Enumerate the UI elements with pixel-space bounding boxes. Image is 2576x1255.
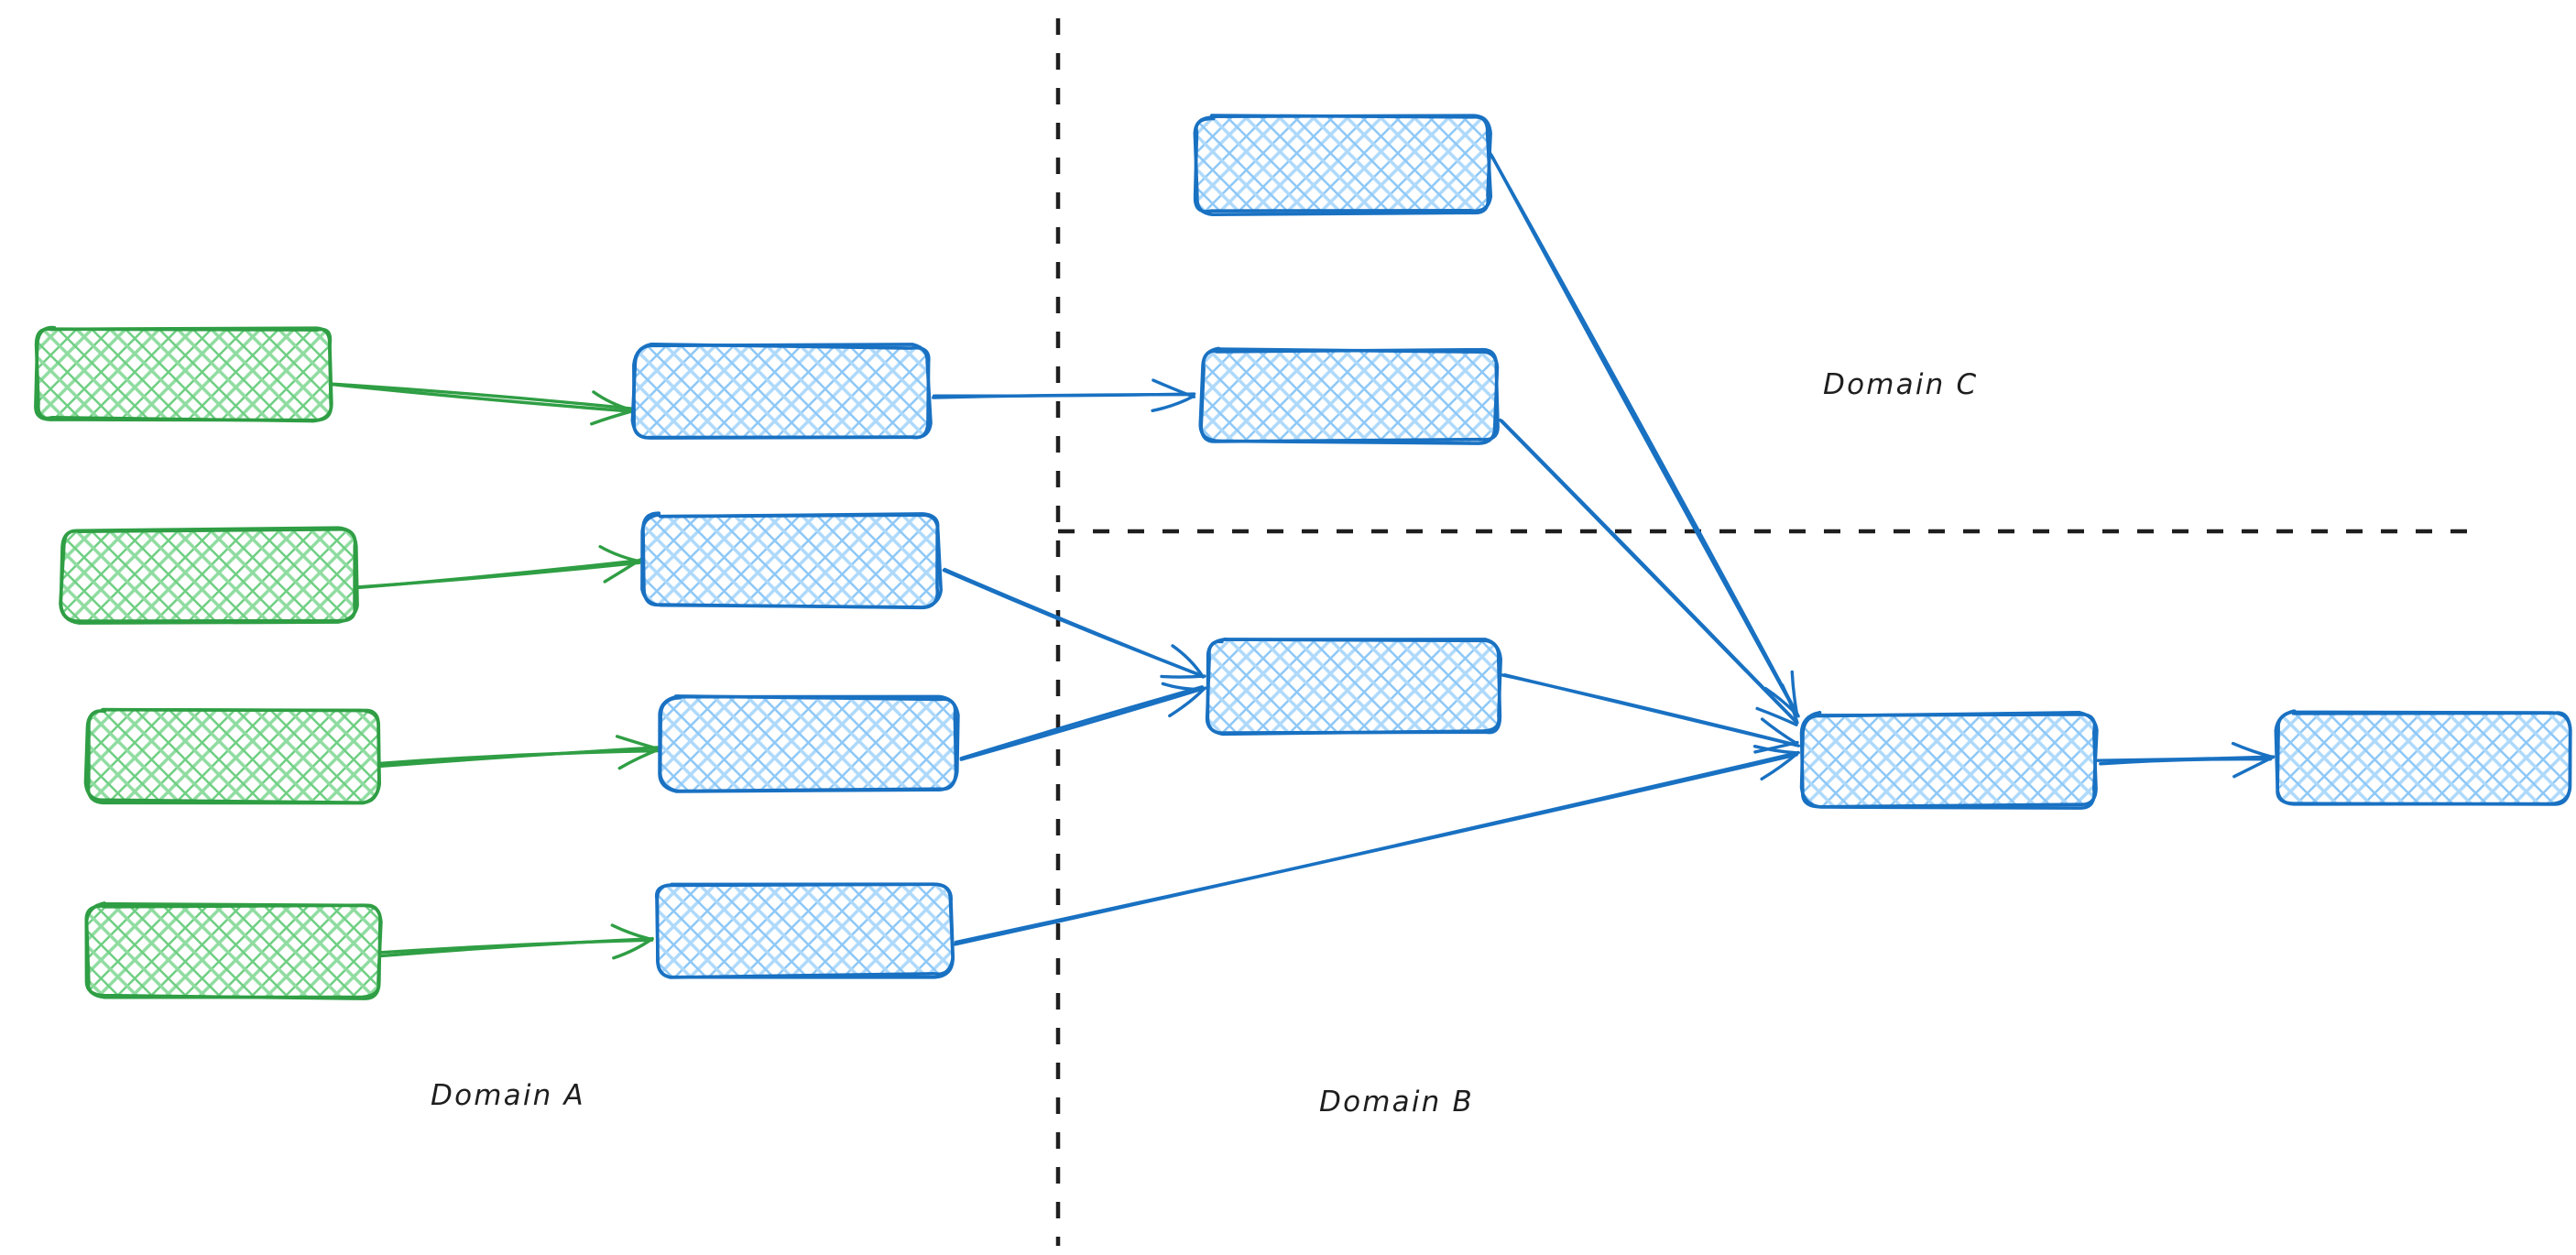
edges-layer: [328, 151, 2276, 960]
node-fill: [1207, 641, 1501, 733]
node-fill: [87, 710, 378, 802]
node-fill: [644, 515, 939, 606]
edge-e-bluea1-blueb2: [932, 378, 1196, 413]
edge-e-blueb2-bluec1: [1498, 418, 1799, 726]
node-fill: [37, 328, 332, 420]
node-fill: [634, 346, 929, 438]
node-outline: [34, 325, 333, 422]
node-outline: [1193, 114, 1492, 217]
edge-e-green4-bluea4: [378, 923, 654, 960]
edge-e-green3-bluea3: [377, 735, 661, 770]
dividers-layer: [1055, 18, 2473, 1246]
node-outline: [641, 511, 940, 610]
edge-e-bluea2-blueb3: [942, 567, 1206, 679]
node-blue-a1[interactable]: [630, 343, 933, 440]
node-fill: [1803, 715, 2096, 806]
node-outline: [59, 528, 359, 625]
node-outline: [1198, 347, 1500, 445]
node-green-2[interactable]: [59, 526, 359, 625]
node-blue-a4[interactable]: [654, 882, 955, 979]
node-outline: [83, 707, 381, 805]
node-outline: [1799, 711, 2099, 810]
node-blue-a2[interactable]: [640, 511, 943, 610]
node-blue-b1[interactable]: [1193, 114, 1493, 217]
edge-e-blueb1-bluec1: [1489, 151, 1800, 718]
node-fill: [2276, 713, 2570, 804]
node-outline: [2274, 709, 2572, 806]
node-fill: [1195, 117, 1489, 213]
edge-e-blueb3-bluec1: [1501, 673, 1801, 754]
node-green-4[interactable]: [84, 901, 383, 1000]
node-blue-c2[interactable]: [2274, 709, 2572, 806]
node-fill: [661, 698, 956, 790]
node-outline: [658, 694, 958, 793]
edge-e-green2-bluea2: [354, 544, 643, 590]
node-outline: [632, 343, 933, 440]
node-outline: [1206, 637, 1502, 735]
edge-e-green1-bluea1: [328, 382, 634, 426]
node-blue-a3[interactable]: [658, 694, 960, 793]
node-fill: [87, 905, 380, 997]
node-fill: [656, 884, 951, 976]
node-fill: [1202, 350, 1497, 442]
label-domain-b: Domain B: [1319, 1086, 1475, 1119]
edge-e-bluea4-bluec1: [954, 744, 1800, 946]
node-fill: [62, 529, 355, 621]
edge-e-bluec1-bluec2: [2096, 741, 2276, 779]
node-outline: [654, 882, 955, 979]
node-blue-b2[interactable]: [1198, 346, 1500, 445]
node-blue-c1[interactable]: [1799, 711, 2099, 810]
label-domain-a: Domain A: [431, 1079, 585, 1112]
label-domain-c: Domain C: [1823, 368, 1979, 401]
edge-e-bluea3-blueb3: [959, 682, 1207, 761]
nodes-layer: [34, 114, 2572, 1000]
node-blue-b3[interactable]: [1205, 637, 1502, 737]
node-green-3[interactable]: [83, 707, 381, 805]
node-outline: [84, 901, 383, 999]
node-green-1[interactable]: [34, 325, 333, 423]
